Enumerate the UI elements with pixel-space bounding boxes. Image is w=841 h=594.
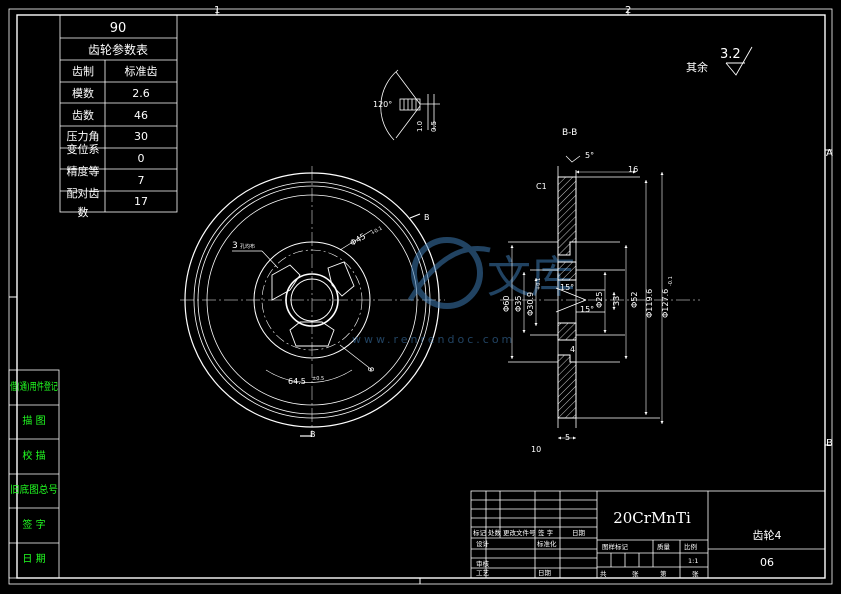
material: 20CrMnTi (613, 509, 691, 527)
total-label: 共 (600, 569, 607, 578)
param-value: 17 (134, 195, 148, 208)
roughness-value: 3.2 (720, 47, 741, 62)
zone-label-b: B (826, 438, 833, 449)
param-value: 46 (134, 109, 148, 122)
weight-label: 质量 (657, 542, 671, 551)
roughness-prefix: 其余 (686, 60, 708, 74)
param-label: 配对齿 (67, 186, 100, 200)
slot-lower (289, 321, 335, 347)
page-label: 第 (660, 569, 667, 578)
roughness-note: 其余 3.2 (686, 46, 753, 76)
detail-sketch (380, 69, 440, 141)
review-label: 审核 (476, 559, 490, 568)
head-label: 签 字 (538, 528, 554, 537)
drawing-number: 06 (760, 556, 774, 569)
arc-dimension: 64.5 (288, 377, 306, 386)
watermark-logo (411, 237, 483, 309)
section-dim-right: Φ52 (630, 292, 639, 308)
section-dim-right-tol: -0.1 (668, 276, 674, 286)
slot-upper-left (271, 264, 301, 301)
section-bottom-left: 10 (531, 445, 541, 454)
section-dim-left: Φ30.9 (526, 292, 535, 316)
scale-value: 1:1 (688, 557, 698, 565)
part-name: 齿轮4 (753, 528, 782, 542)
sidebar-label: 描 图 (22, 414, 45, 427)
section-angle-top: 5° (585, 151, 594, 160)
param-label: 变位系 (67, 142, 100, 156)
head-label: 更改文件号 (503, 528, 536, 537)
section-dim-left: Φ35 (514, 296, 523, 312)
sheets-label: 张 (632, 569, 639, 578)
section-dim-left-tol: +0.1 (536, 278, 542, 290)
pitch-diameter-tol: +0.1 (370, 225, 384, 236)
scale-label: 比例 (684, 542, 697, 551)
param-label: 模数 (72, 87, 94, 100)
section-bottom-right: 5 (565, 433, 570, 442)
sidebar-label: 日 期 (22, 553, 45, 565)
hole-count-sub: 孔均布 (240, 243, 255, 250)
section-view (500, 155, 700, 440)
section-dim-left: Φ60 (502, 296, 511, 312)
page-sheets-label: 张 (692, 569, 699, 578)
title-block: 20CrMnTi 齿轮4 06 标记 处数 更改文件号 签 字 日期 设计 标准… (470, 490, 826, 579)
standard-label: 标准化 (537, 539, 557, 548)
param-label: 齿数 (72, 109, 94, 122)
param-label: 精度等 (67, 164, 100, 178)
drawing-frame (8, 8, 833, 585)
head-label: 标记 (473, 528, 487, 537)
param-label: 齿制 (72, 65, 94, 78)
params-title: 齿轮参数表 (88, 42, 148, 57)
zone-label-2: 2 (625, 5, 631, 16)
param-value: 标准齿 (125, 64, 158, 78)
section-angle-mid: 15° (580, 305, 594, 314)
watermark: 文库 www.renrendoc.com (352, 237, 575, 346)
section-small-dim: 4 (570, 345, 575, 354)
arc-dimension-tol: ±0.5 (312, 376, 324, 382)
date-label: 日期 (538, 569, 552, 577)
section-dimensions: 5° C1 16 Φ60 Φ35 Φ30.9 +0.1 15° 15° Φ25 … (502, 151, 674, 454)
section-dim-right: Φ25 (595, 292, 604, 308)
param-value: 2.6 (132, 87, 150, 100)
zone-label-1: 1 (214, 5, 220, 16)
cut-mark-b-top: B (424, 213, 430, 222)
sidebar-label: 旧底图总号 (10, 483, 58, 496)
section-dim-right: 33 (612, 296, 621, 306)
design-label: 设计 (476, 539, 490, 548)
param-label: 压力角 (67, 130, 100, 143)
watermark-sub: www.renrendoc.com (352, 333, 515, 346)
pitch-diameter: Φ45 (349, 232, 368, 248)
head-label: 处数 (488, 528, 502, 537)
stage-label: 图样标记 (602, 542, 629, 551)
param-value: 7 (138, 174, 145, 187)
params-top-value: 90 (110, 21, 127, 36)
param-label: 数 (78, 206, 89, 219)
gear-params-table: 90 齿轮参数表 齿制 标准齿 模数 2.6 齿数 46 压力角 30 变位系 … (59, 14, 178, 219)
detail-angle: 120° (373, 100, 392, 109)
section-dim-right: Φ127.6 (661, 289, 670, 318)
cut-mark-b-bottom: B (310, 430, 316, 439)
roughness-symbol (725, 46, 753, 76)
sidebar-label: 借(通)用件登记 (10, 380, 58, 393)
param-value: 30 (134, 130, 148, 143)
sidebar-label: 校 描 (22, 449, 45, 462)
section-title: B-B (562, 128, 577, 138)
section-angle-mid: 15° (560, 283, 574, 292)
param-value: 0 (138, 152, 145, 165)
small-dimension: 6 (367, 367, 376, 372)
head-label: 日期 (572, 529, 586, 537)
process-label: 工艺 (476, 569, 490, 577)
detail-dim-a: 1.0 (416, 121, 424, 132)
left-sidebar: 借(通)用件登记 描 图 校 描 旧底图总号 签 字 日 期 (8, 369, 60, 579)
zone-labels: 1 2 A B (214, 5, 833, 449)
section-dim-right: Φ119.6 (645, 289, 654, 318)
gear-front-view (180, 166, 445, 437)
hole-count-note: 3 (232, 241, 238, 251)
slot-upper-right (327, 261, 355, 297)
sidebar-label: 签 字 (22, 518, 45, 531)
section-chamfer: C1 (536, 182, 547, 191)
section-width-top: 16 (628, 165, 638, 174)
zone-label-a: A (826, 148, 833, 159)
detail-dim-b: 0.5 (430, 121, 438, 132)
